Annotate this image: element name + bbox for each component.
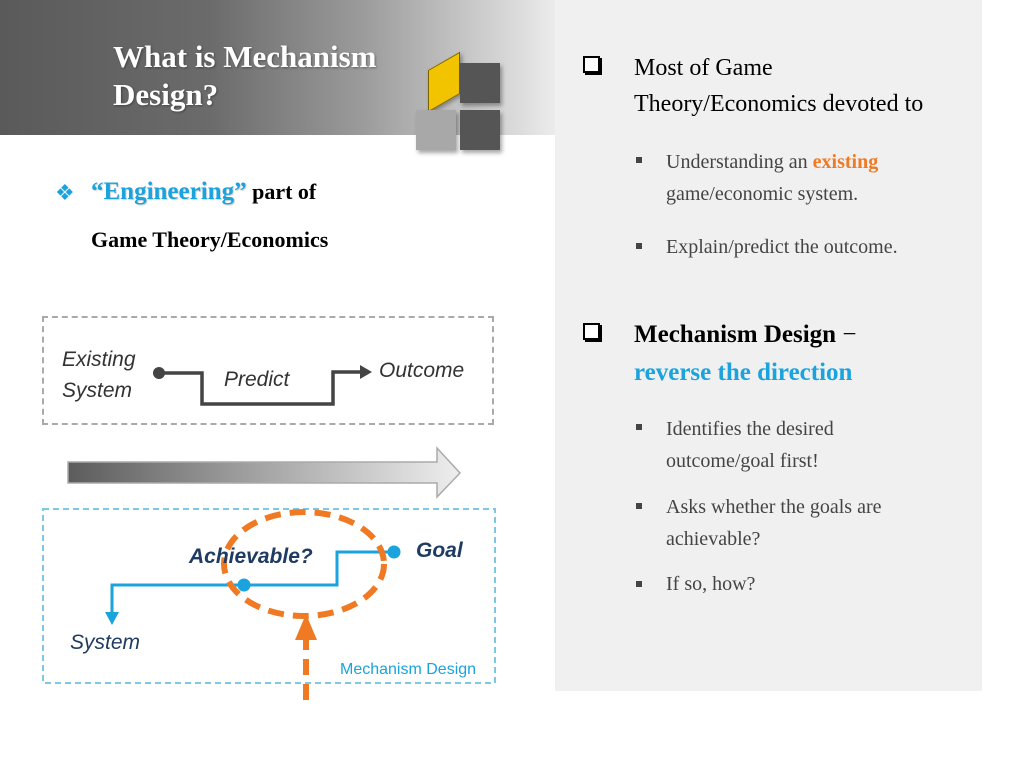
predict-path xyxy=(153,365,372,406)
existing-highlight: existing xyxy=(812,151,879,173)
square-bullet-icon xyxy=(636,424,642,430)
big-arrow xyxy=(67,446,462,499)
existing-system-diagram xyxy=(42,316,494,425)
square-bullet-icon xyxy=(636,157,642,163)
mechanism-design-caption: Mechanism Design xyxy=(340,661,477,678)
mechanism-design-diagram xyxy=(42,508,496,684)
engineering-rest: part of xyxy=(246,179,317,204)
sub3-line2: outcome/goal first! xyxy=(666,450,819,472)
reverse-path xyxy=(105,545,401,625)
point2-line2: reverse the direction xyxy=(634,359,853,386)
checkbox-bullet-icon xyxy=(583,323,600,340)
system-bottom-label: System xyxy=(70,631,141,654)
existing-system-label: Existing System xyxy=(62,344,136,406)
point1-text: Most of Game Theory/Economics devoted to xyxy=(634,50,923,122)
orange-up-arrow xyxy=(295,614,317,700)
engineering-line2: Game Theory/Economics xyxy=(91,227,329,252)
point2-text: Mechanism Design − reverse the direction xyxy=(634,316,856,392)
goal-label: Goal xyxy=(416,539,463,562)
sub5-text: If so, how? xyxy=(666,573,756,595)
sub1-prefix: Understanding an xyxy=(666,151,813,173)
point1-line2: Theory/Economics devoted to xyxy=(634,91,924,117)
system-label: System xyxy=(62,379,133,402)
slide-title: What is Mechanism Design? xyxy=(113,39,377,112)
title-band xyxy=(0,0,600,135)
logo-square-dark-top xyxy=(460,63,500,103)
sub4-line1: Asks whether the goals are xyxy=(666,496,882,518)
sub4-text: Asks whether the goals are achievable? xyxy=(666,491,882,555)
achievable-label: Achievable? xyxy=(189,545,313,568)
existing-label: Existing xyxy=(62,348,136,371)
engineering-line: “Engineering” part of xyxy=(91,178,316,206)
point1-line1: Most of Game xyxy=(634,55,773,81)
engineering-word: “Engineering” xyxy=(91,178,247,205)
logo-square-dark-bottom xyxy=(460,110,500,150)
sub2-text: Explain/predict the outcome. xyxy=(666,236,898,258)
checkbox-bullet-icon xyxy=(583,56,600,73)
right-panel xyxy=(555,0,982,691)
square-bullet-icon xyxy=(636,503,642,509)
predict-label: Predict xyxy=(224,368,290,391)
sub3-line1: Identifies the desired xyxy=(666,418,834,440)
logo-square-light xyxy=(416,110,456,150)
point2-title: Mechanism Design xyxy=(634,321,837,348)
square-bullet-icon xyxy=(636,581,642,587)
sub4-line2: achievable? xyxy=(666,528,761,550)
achievable-highlight-ellipse xyxy=(221,509,387,619)
sub1-line2: game/economic system. xyxy=(666,183,859,205)
sub1-text: Understanding an existing game/economic … xyxy=(666,146,878,210)
square-bullet-icon xyxy=(636,243,642,249)
sub3-text: Identifies the desired outcome/goal firs… xyxy=(666,413,834,477)
point2-dash: − xyxy=(836,321,857,348)
diamond-bullet-icon: ❖ xyxy=(55,180,75,205)
outcome-label: Outcome xyxy=(379,359,465,382)
